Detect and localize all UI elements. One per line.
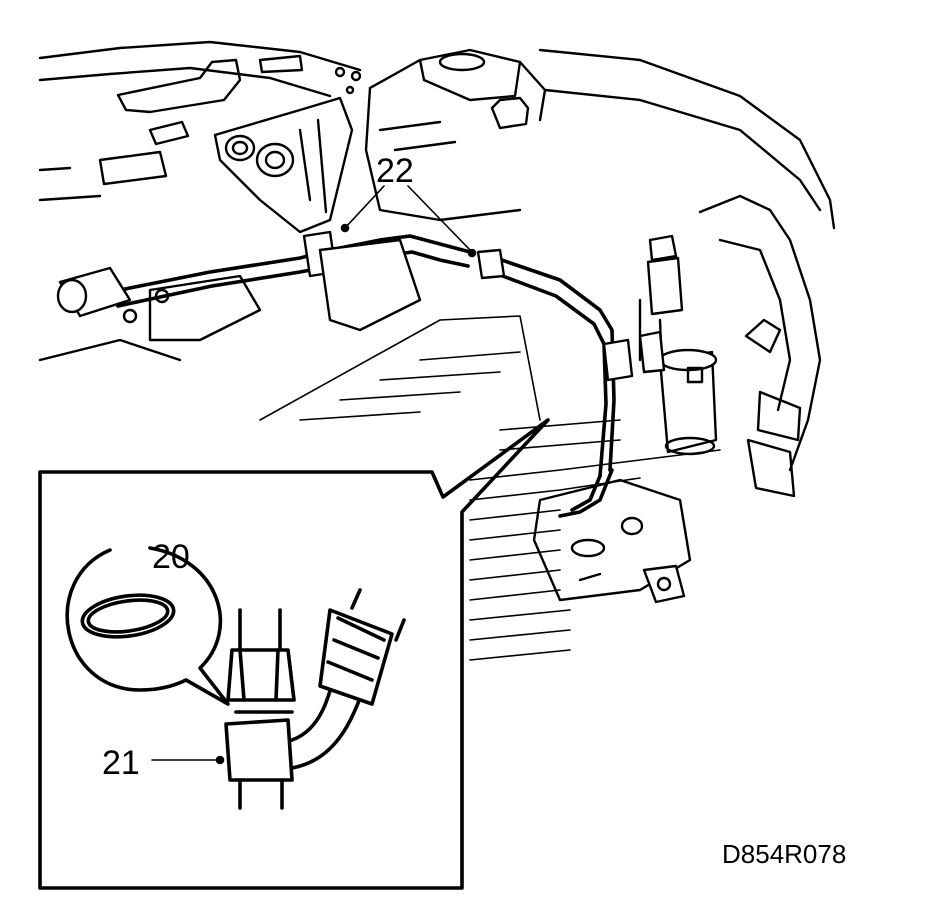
strut-tower [364, 48, 547, 222]
compressor [38, 238, 422, 362]
o-ring-bubble [65, 546, 230, 706]
right-fender [538, 48, 836, 498]
pipe-fitting [224, 588, 406, 810]
left-bracket [213, 96, 354, 234]
inset-frame [38, 418, 550, 890]
receiver-drier [638, 234, 718, 456]
firewall-panel [38, 40, 362, 202]
condenser-grille [259, 315, 721, 661]
callout-20: 20 [152, 538, 190, 576]
engine-bay-illustration [38, 40, 836, 661]
callout-21: 21 [102, 744, 140, 782]
figure-code: D854R078 [722, 839, 846, 869]
leader-line-21 [151, 755, 225, 765]
leader-lines-22 [340, 185, 477, 258]
lower-bracket [532, 478, 692, 604]
detail-inset [38, 418, 550, 890]
callout-22: 22 [376, 152, 414, 190]
